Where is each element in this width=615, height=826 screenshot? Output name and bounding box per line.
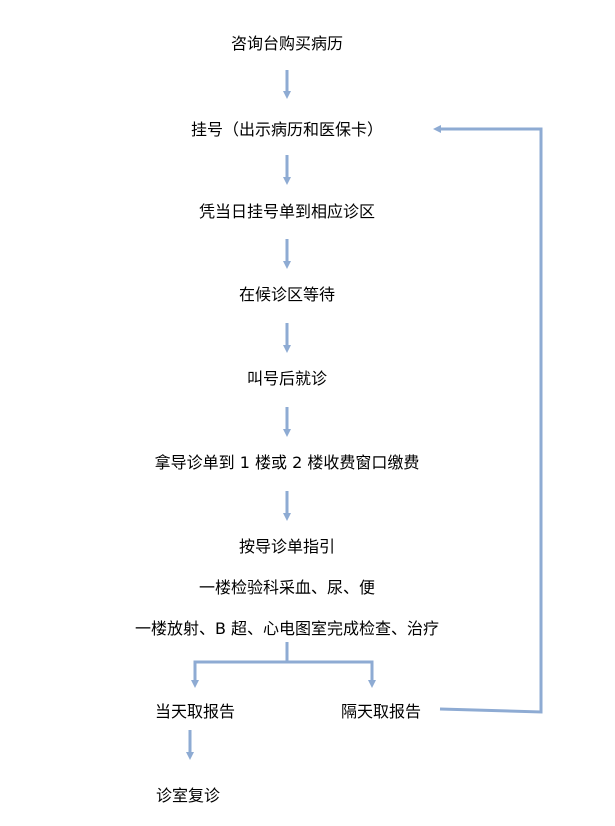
- branch-connector-right: [287, 660, 376, 688]
- branch-connector: [191, 642, 289, 688]
- step-follow-guide-sheet: 按导诊单指引: [238, 537, 336, 556]
- step-buy-medical-record: 咨询台购买病历: [230, 34, 344, 53]
- step-pay-fees: 拿导诊单到 1 楼或 2 楼收费窗口缴费: [154, 453, 420, 472]
- step-register: 挂号（出示病历和医保卡）: [190, 120, 384, 139]
- step-go-to-clinic-area: 凭当日挂号单到相应诊区: [198, 202, 376, 221]
- step-called-for-visit: 叫号后就诊: [246, 369, 328, 388]
- step-lab-tests: 一楼检验科采血、尿、便: [198, 578, 376, 597]
- loop-back-connector: [433, 125, 543, 714]
- step-wait-in-area: 在候诊区等待: [238, 285, 336, 304]
- step-same-day-report: 当天取报告: [154, 702, 236, 721]
- step-revisit-clinic: 诊室复诊: [155, 786, 221, 805]
- step-imaging-exams: 一楼放射、B 超、心电图室完成检查、治疗: [134, 619, 440, 638]
- step-next-day-report: 隔天取报告: [340, 702, 422, 721]
